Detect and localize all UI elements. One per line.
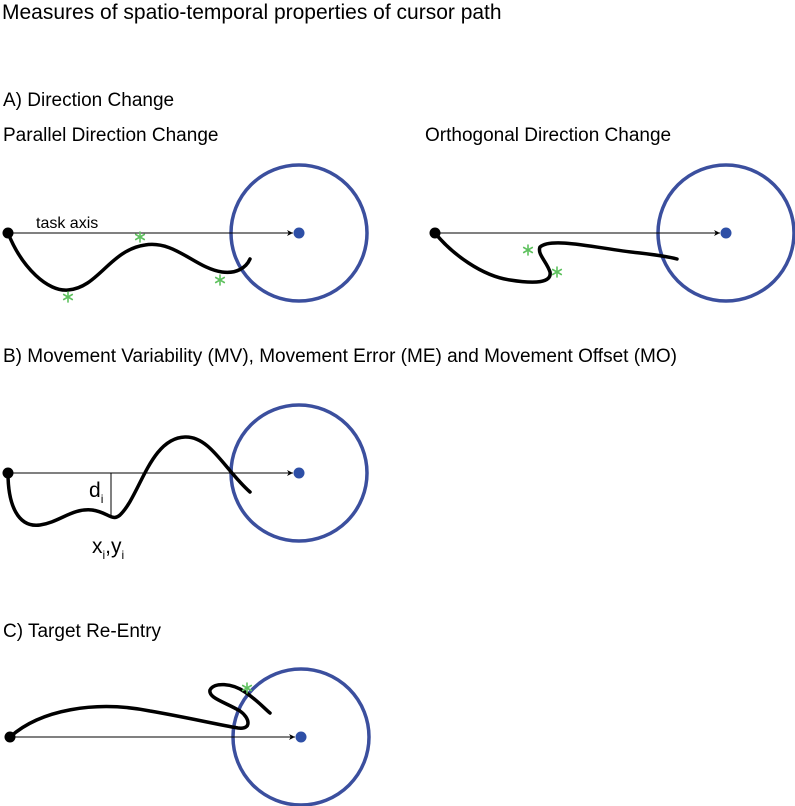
section-b-title: B) Movement Variability (MV), Movement E…	[3, 346, 677, 367]
task-axis-label: task axis	[36, 215, 98, 232]
start-dot-icon	[2, 227, 14, 239]
asterisk-icon	[214, 274, 226, 286]
cursor-path	[433, 231, 679, 284]
start-dot-icon	[2, 467, 14, 479]
target-center-dot-icon	[293, 467, 305, 479]
point-label-x: x	[92, 535, 103, 558]
panel-target-re-entry	[4, 667, 371, 806]
distance-label-subscript: i	[101, 492, 104, 506]
target-center-dot-icon	[295, 731, 307, 743]
panel-movement-variability: di xi,yi	[2, 403, 369, 562]
cursor-path	[8, 682, 272, 739]
asterisk-icon	[522, 244, 534, 256]
point-label: xi,yi	[92, 535, 124, 562]
point-label-separator: ,	[105, 535, 111, 558]
start-dot-icon	[4, 731, 16, 743]
asterisk-icon	[62, 291, 74, 303]
panel-orthogonal	[429, 163, 795, 303]
cursor-path	[6, 231, 252, 292]
cursor-path	[6, 435, 252, 527]
distance-label: di	[89, 479, 103, 506]
asterisk-icon	[551, 266, 563, 278]
target-center-dot-icon	[293, 227, 305, 239]
start-dot-icon	[429, 227, 441, 239]
page-title: Measures of spatio-temporal properties o…	[2, 1, 502, 24]
distance-label-base: d	[89, 479, 101, 502]
section-c-title: C) Target Re-Entry	[3, 621, 162, 642]
orthogonal-direction-change-title: Orthogonal Direction Change	[425, 125, 672, 146]
section-a-title: A) Direction Change	[3, 90, 175, 111]
point-label-y-subscript: i	[122, 548, 125, 562]
panel-parallel: task axis	[2, 163, 369, 303]
parallel-direction-change-title: Parallel Direction Change	[3, 125, 219, 146]
point-label-y: y	[111, 535, 122, 558]
point-label-x-subscript: i	[103, 548, 106, 562]
target-center-dot-icon	[720, 227, 732, 239]
